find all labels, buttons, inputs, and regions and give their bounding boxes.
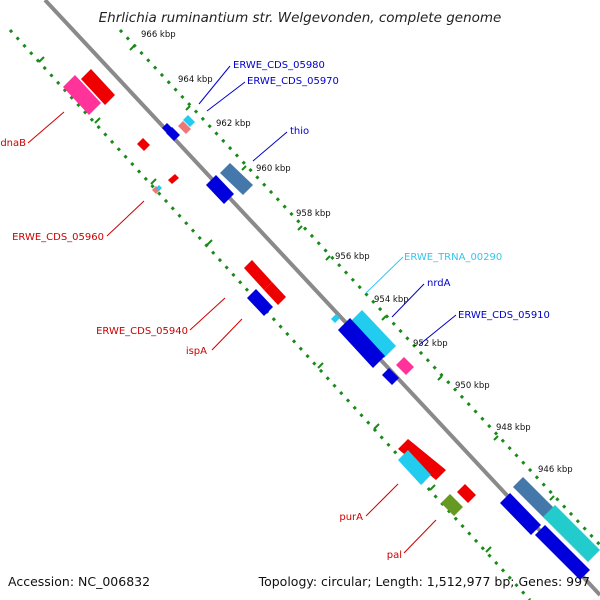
accession-text: Accession: NC_006832 — [8, 574, 150, 589]
tick-label: 954 kbp — [374, 295, 409, 305]
tick-label: 952 kbp — [413, 339, 448, 349]
map-title: Ehrlichia ruminantium str. Welgevonden, … — [99, 10, 502, 26]
tick-labels: 966 kbp 964 kbp 962 kbp 960 kbp 958 kbp … — [141, 30, 573, 475]
tick-label: 960 kbp — [256, 164, 291, 174]
forward-leaders — [198, 65, 457, 346]
genome-summary-text: Topology: circular; Length: 1,512,977 bp… — [258, 574, 590, 589]
reverse-labels: dnaB ERWE_CDS_05960 ERWE_CDS_05940 ispA … — [0, 138, 402, 561]
gene-label: purA — [339, 512, 363, 523]
rna-leader — [365, 256, 404, 294]
tick-label: 966 kbp — [141, 30, 176, 40]
gene-feature-pink — [63, 75, 101, 115]
gene-feature-steel — [220, 163, 253, 195]
gene-feature-cyan — [350, 310, 396, 358]
forward-major-ticks — [129, 45, 555, 501]
gene-feature-blue-small — [382, 368, 399, 385]
gene-feature-red-small — [137, 138, 150, 151]
tick-label: 948 kbp — [496, 423, 531, 433]
tick-label: 962 kbp — [216, 119, 251, 129]
gene-feature-red — [81, 69, 115, 105]
gene-label: thio — [290, 126, 309, 137]
reverse-tick-track — [8, 28, 532, 600]
gene-label: ispA — [186, 346, 207, 357]
gene-feature-pink — [396, 357, 414, 375]
gene-feature-blue-small — [166, 127, 180, 141]
gene-feature-teal — [543, 505, 600, 562]
tick-label: 956 kbp — [335, 252, 370, 262]
gene-label: ERWE_CDS_05960 — [12, 232, 104, 243]
gene-feature-cyan-small — [183, 115, 195, 127]
forward-tick-track — [118, 28, 600, 547]
gene-feature-cyan — [398, 450, 431, 485]
gene-label: nrdA — [427, 278, 451, 289]
gene-feature-blue — [206, 175, 234, 204]
gene-feature-cyan-small — [156, 185, 162, 191]
gene-label: dnaB — [0, 138, 26, 149]
forward-labels: ERWE_CDS_05980 ERWE_CDS_05970 thio nrdA … — [233, 60, 550, 321]
gene-feature-blue — [500, 493, 541, 535]
gene-feature-salmon — [178, 121, 191, 134]
gene-label: pal — [387, 550, 402, 561]
gene-label: ERWE_CDS_05940 — [96, 326, 188, 337]
gene-label-rna: ERWE_TRNA_00290 — [404, 252, 502, 263]
gene-feature-red-arrow — [168, 174, 179, 184]
gene-feature-blue — [247, 289, 273, 316]
gene-feature-blue — [535, 525, 590, 580]
gene-label: ERWE_CDS_05910 — [458, 310, 550, 321]
gene-feature-red — [398, 439, 446, 480]
reverse-leaders — [27, 111, 437, 554]
gene-feature-red — [244, 260, 272, 290]
gene-feature-steel — [513, 477, 555, 519]
tick-label: 946 kbp — [538, 465, 573, 475]
gene-feature-blue — [338, 318, 385, 368]
gene-label: ERWE_CDS_05970 — [247, 76, 339, 87]
gene-feature-olive — [441, 494, 463, 516]
tick-label: 950 kbp — [455, 381, 490, 391]
tick-label: 964 kbp — [178, 75, 213, 85]
gene-label: ERWE_CDS_05980 — [233, 60, 325, 71]
gene-feature-cyan-small — [331, 314, 340, 323]
gene-feature-red — [264, 282, 286, 305]
gene-feature-red-small — [457, 484, 476, 503]
tick-label: 958 kbp — [296, 209, 331, 219]
